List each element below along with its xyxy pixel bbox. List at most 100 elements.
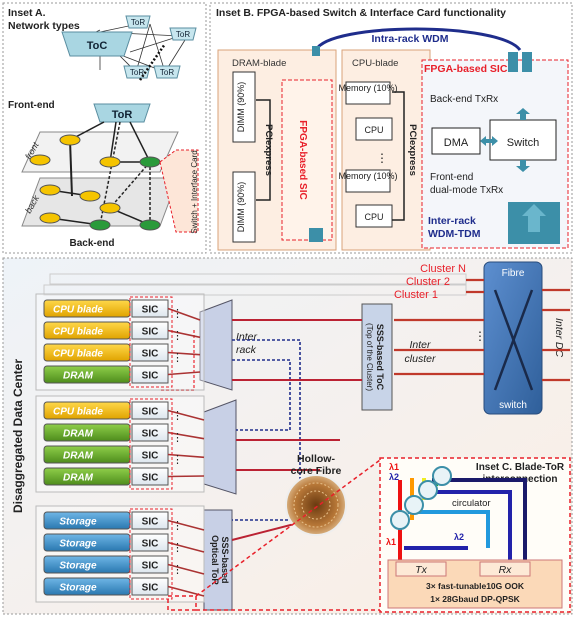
inter-cluster-1: Inter: [409, 339, 431, 351]
ellipsis: ⋮: [172, 564, 183, 576]
tx-label: Tx: [415, 564, 427, 576]
svg-text:ToR: ToR: [176, 30, 190, 39]
back-end-label: Back-end: [69, 238, 114, 249]
dram-blade-title: DRAM-blade: [232, 58, 286, 69]
cpu-pciexpress: PCIexpress: [407, 124, 418, 176]
inter-rack-2: WDM-TDM: [428, 228, 481, 240]
svg-text:Fibre: Fibre: [502, 268, 525, 279]
inset-b-title: Inset B. FPGA-based Switch & Interface C…: [216, 7, 506, 19]
inter-dc-label: Inter DC: [553, 318, 565, 358]
blade-label: CPU blade: [53, 305, 103, 316]
svg-text:core Fibre: core Fibre: [291, 465, 342, 477]
ellipsis: ⋮: [172, 432, 183, 444]
ellipsis: ⋮: [172, 330, 183, 342]
cluster-1: Cluster 1: [394, 289, 438, 301]
lambda1-bottom: λ1: [386, 537, 396, 547]
blade-label: CPU blade: [53, 407, 103, 418]
lambda1-top: λ1: [389, 462, 399, 472]
spec-1: 3× fast-tunable10G OOK: [426, 581, 525, 591]
frontend-txrx-1: Front-end: [430, 172, 473, 183]
svg-text:Switch + Interface Card: Switch + Interface Card: [190, 150, 199, 233]
sic-label: SIC: [142, 429, 159, 440]
cpu-blade-ellipsis: ⋮: [376, 151, 388, 165]
backend-txrx: Back-end TxRx: [430, 94, 498, 105]
svg-text:DIMM (90%): DIMM (90%): [236, 82, 246, 133]
svg-text:(Top of the Cluster): (Top of the Cluster): [365, 323, 374, 391]
inset-a-subtitle: Network types: [8, 20, 80, 32]
tor-2: [204, 400, 236, 494]
blade-label: CPU blade: [53, 349, 103, 360]
sic-label: SIC: [142, 407, 159, 418]
fpga-sic-right-title: FPGA-based SIC: [424, 63, 508, 75]
wdm-port-a: [508, 52, 518, 72]
svg-text:ToR: ToR: [112, 109, 133, 121]
frontend-txrx-2: dual-mode TxRx: [430, 185, 503, 196]
svg-text:switch: switch: [499, 400, 527, 411]
fibre-switch: Fibre switch: [484, 262, 542, 414]
inter-rack-label-2: rack: [236, 344, 257, 356]
front-end-label: Front-end: [8, 100, 55, 111]
switch-block: Switch: [490, 120, 556, 160]
memory-1: Memory (10%): [338, 82, 397, 104]
ellipsis: ⋮: [172, 520, 183, 532]
intra-rack-wdm-label: Intra-rack WDM: [371, 33, 448, 45]
blade-label: Storage: [59, 539, 97, 550]
cluster-2: Cluster 2: [406, 276, 450, 288]
ellipsis: ⋮: [172, 352, 183, 364]
circulator-3-icon: [419, 481, 437, 499]
rack-3: StorageSIC⋮StorageSIC⋮StorageSIC⋮Storage…: [36, 506, 204, 602]
sic-label: SIC: [142, 305, 159, 316]
svg-text:DIMM (90%): DIMM (90%): [236, 182, 246, 233]
cpu-chip-1: CPU: [356, 118, 392, 140]
blade-label: DRAM: [63, 371, 94, 382]
svg-text:Optical ToR: Optical ToR: [210, 535, 220, 585]
inset-c: Inset C. Blade-ToR interconnection circu…: [380, 458, 570, 612]
svg-text:FPGA-based SIC: FPGA-based SIC: [297, 120, 308, 199]
cluster-n: Cluster N: [420, 263, 466, 275]
blade-label: Storage: [59, 561, 97, 572]
svg-text:Hollow-: Hollow-: [297, 453, 335, 465]
side-title: Disaggregated Data Center: [11, 359, 25, 513]
svg-text:Memory (10%): Memory (10%): [338, 83, 397, 93]
dram-port: [309, 228, 323, 242]
inset-b: Inset B. FPGA-based Switch & Interface C…: [210, 3, 572, 253]
toc-label: ToC: [87, 40, 108, 52]
inset-a-tor: ToR: [94, 104, 150, 122]
rx-label: Rx: [499, 564, 513, 576]
cpu-blade-title: CPU-blade: [352, 58, 398, 69]
sic-label: SIC: [142, 539, 159, 550]
blade-label: Storage: [59, 517, 97, 528]
ellipsis: ⋮: [172, 454, 183, 466]
inter-rack-1: Inter-rack: [428, 215, 476, 227]
sic-label: SIC: [142, 517, 159, 528]
cpu-chip-2: CPU: [356, 205, 392, 227]
sic-label: SIC: [142, 349, 159, 360]
sic-label: SIC: [142, 583, 159, 594]
spec-2: 1× 28Gbaud DP-QPSK: [430, 594, 520, 604]
svg-text:Switch: Switch: [507, 137, 539, 149]
circulator-4-icon: [433, 467, 451, 485]
dma-block: DMA: [432, 128, 480, 154]
inset-a-toc: ToC: [62, 32, 132, 56]
svg-text:Memory (10%): Memory (10%): [338, 171, 397, 181]
inset-a-title: Inset A.: [8, 7, 46, 19]
sss-toc: SSS-based ToC (Top of the Cluster): [362, 304, 392, 410]
wdm-port-b: [522, 52, 532, 72]
svg-text:CPU: CPU: [364, 212, 383, 222]
ellipsis: ⋮: [172, 542, 183, 554]
sic-label: SIC: [142, 561, 159, 572]
blade-label: CPU blade: [53, 327, 103, 338]
inter-cluster-2: cluster: [405, 353, 436, 365]
txrx-box: Tx Rx 3× fast-tunable10G OOK 1× 28Gbaud …: [388, 560, 562, 608]
blade-label: DRAM: [63, 429, 94, 440]
ellipsis: ⋮: [172, 308, 183, 320]
sic-label: SIC: [142, 473, 159, 484]
circulator-label: circulator: [452, 498, 491, 509]
svg-text:SSS-based ToC: SSS-based ToC: [375, 324, 385, 391]
blade-label: DRAM: [63, 451, 94, 462]
rack-groups: CPU bladeSIC⋮CPU bladeSIC⋮CPU bladeSIC⋮D…: [36, 294, 204, 602]
ellipsis: ⋮: [172, 410, 183, 422]
inset-a: Inset A. Network types ToC ToR ToR ToR T…: [3, 3, 206, 253]
